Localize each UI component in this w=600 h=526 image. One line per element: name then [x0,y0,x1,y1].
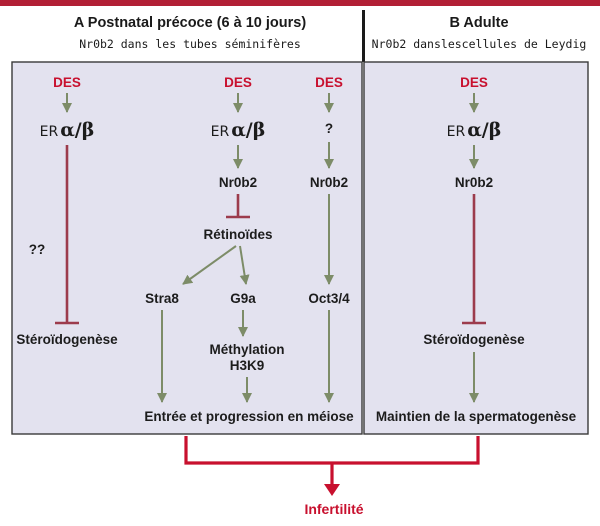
oct34-label: Oct3/4 [308,291,350,306]
des-label-a2: DES [224,75,252,90]
header-divider [362,10,365,62]
panel-b-title: B Adulte [449,15,509,31]
nr0b2-label-b: Nr0b2 [455,175,493,190]
retinoids-label: Rétinoïdes [203,227,272,242]
infertility-label: Infertilité [304,501,363,517]
top-accent-bar [0,0,600,6]
nr0b2-label-a3: Nr0b2 [310,175,348,190]
h3k9-label: H3K9 [230,358,265,373]
panel-b-box [363,61,589,435]
stra8-label: Stra8 [145,291,179,306]
des-label-b: DES [460,75,488,90]
panel-b-subtitle: Nr0b2 danslescellules de Leydig [371,37,587,51]
infertility-arrowhead [324,484,340,496]
panel-a-subtitle: Nr0b2 dans les tubes séminifères [79,37,301,51]
meiosis-label: Entrée et progression en méiose [144,409,354,424]
g9a-label: G9a [230,291,256,306]
des-label-a1: DES [53,75,81,90]
steroidogenesis-label-b: Stéroïdogenèse [423,332,525,347]
arrow-retinoids-stra8 [182,245,237,285]
infertility-connector [184,436,480,465]
nr0b2-label-a2: Nr0b2 [219,175,257,190]
double-question-label: ?? [29,242,46,257]
methylation-label: Méthylation [209,342,284,357]
question-label: ? [325,121,333,136]
steroidogenesis-label-a: Stéroïdogenèse [16,332,118,347]
spermatogenesis-label: Maintien de la spermatogenèse [376,409,577,424]
panel-a-box [11,61,363,435]
arrow-retinoids-g9a [239,245,250,285]
des-label-a3: DES [315,75,343,90]
panel-a-title: A Postnatal précoce (6 à 10 jours) [73,15,307,31]
